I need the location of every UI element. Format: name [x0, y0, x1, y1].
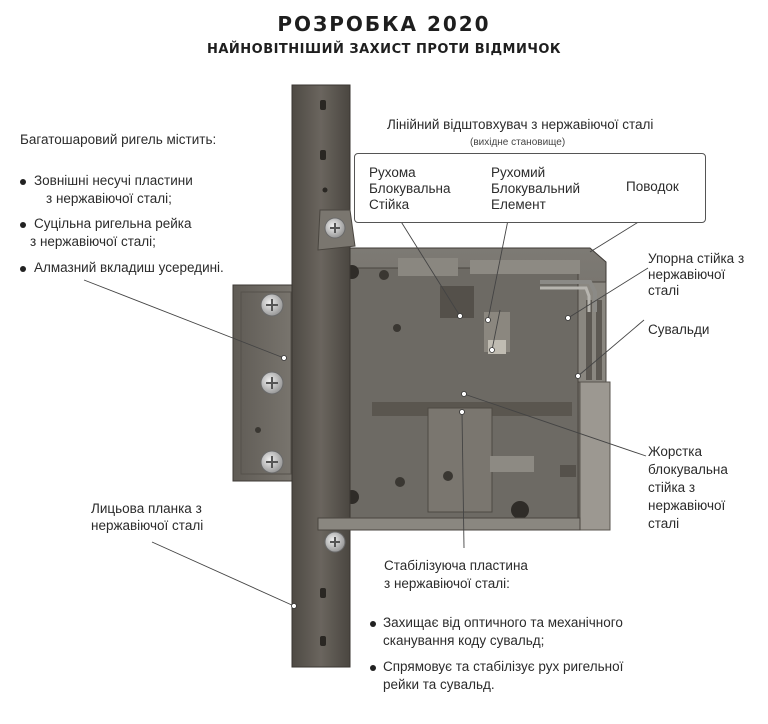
movable-post-line3: Стійка — [369, 197, 410, 212]
bolt-bullet-1-line2: з нержавіючої сталі; — [46, 191, 172, 206]
rigid-post-line3: стійка з — [648, 480, 696, 495]
page-subtitle: НАЙНОВІТНІШИЙ ЗАХИСТ ПРОТИ ВІДМИЧОК — [206, 42, 562, 57]
bolt-screw — [260, 450, 284, 474]
rigid-post-line2: блокувальна — [648, 462, 728, 477]
stabilizer-heading-line1: Стабілізуюча пластина — [384, 558, 528, 573]
bullet-dot — [20, 222, 26, 228]
bolt-bullet-1-line1: Зовнішні несучі пластини — [34, 173, 193, 188]
stabilizer-heading-line2: з нержавіючої сталі: — [384, 576, 510, 591]
leash-label: Поводок — [626, 179, 679, 194]
faceplate-line1: Лицьова планка з — [91, 501, 202, 516]
faceplate-line2: нержавіючої сталі — [91, 518, 204, 533]
movable-element-line2: Блокувальний — [491, 181, 581, 196]
bolt-screw — [260, 293, 284, 317]
levers-label: Сувальди — [648, 322, 710, 337]
bullet-dot — [370, 665, 376, 671]
lock-body — [317, 247, 607, 531]
stabilizer-bullet-2-line1: Спрямовує та стабілізує рух ригельної — [383, 659, 624, 674]
bolt-heading: Багатошаровий ригель містить: — [20, 132, 217, 147]
stabilizer-bullet-2-line2: рейки та сувальд. — [383, 677, 495, 692]
bullet-dot — [20, 266, 26, 272]
movable-element-line1: Рухомий — [491, 165, 546, 180]
bolt-bullet-3-line1: Алмазний вкладиш усередині. — [34, 260, 224, 275]
repeller-note: (вихідне становище) — [470, 137, 566, 148]
bolt-bullet-2-line1: Суцільна ригельна рейка — [34, 216, 192, 231]
faceplate — [291, 84, 351, 668]
bottom-mount-tab — [317, 517, 581, 531]
page-title: РОЗРОБКА 2020 — [277, 12, 491, 36]
rigid-post-line1: Жорстка — [648, 444, 702, 459]
rigid-post-line5: сталі — [648, 516, 680, 531]
bullet-dot — [20, 179, 26, 185]
stop-post-line3: сталі — [648, 283, 680, 298]
faceplate-screw — [324, 531, 346, 553]
bullet-dot — [370, 621, 376, 627]
stabilizer-bullet-1-line1: Захищає від оптичного та механічного — [383, 615, 623, 630]
bolt-screw — [260, 371, 284, 395]
bolt — [232, 284, 296, 482]
movable-post-line2: Блокувальна — [369, 181, 451, 196]
faceplate-screw — [324, 217, 346, 239]
stop-post-line2: нержавіючої — [648, 267, 726, 282]
bolt-bullet-2-line2: з нержавіючої сталі; — [30, 234, 156, 249]
levers-stack — [577, 281, 611, 531]
repeller-title: Лінійний відштовхувач з нержавіючої стал… — [387, 117, 654, 132]
movable-element-line3: Елемент — [491, 197, 546, 212]
leader-lines — [83, 219, 649, 607]
rigid-post-line4: нержавіючої — [648, 498, 726, 513]
stop-post — [540, 280, 597, 312]
stabilizer-bullet-1-line2: сканування коду сувальд; — [383, 633, 545, 648]
movable-post-line1: Рухома — [369, 165, 416, 180]
repeller-box — [354, 153, 706, 223]
stop-post-line1: Упорна стійка з — [648, 251, 745, 266]
leader-dots — [281, 313, 581, 609]
